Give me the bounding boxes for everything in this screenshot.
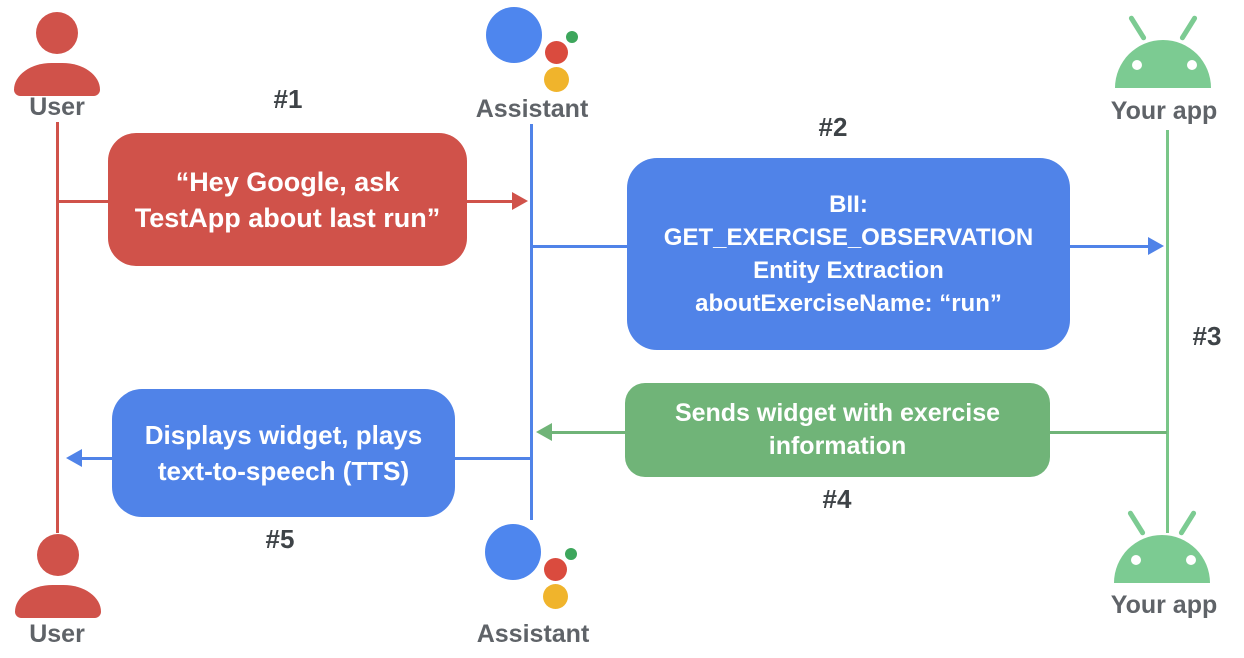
message-4-box: Sends widget with exercise information	[625, 383, 1050, 477]
step-4-label: #4	[822, 484, 852, 514]
assistant-icon-bottom	[485, 524, 577, 609]
android-eye-left	[1131, 555, 1141, 565]
assistant-icon	[486, 7, 578, 92]
android-antenna-left	[1126, 509, 1147, 537]
user-bottom-label: User	[29, 620, 85, 648]
assistant-yellow-circle	[544, 67, 569, 92]
android-antenna-right	[1178, 14, 1199, 42]
assistant-green-circle	[566, 31, 578, 43]
android-eye-right	[1186, 555, 1196, 565]
message-5-box: Displays widget, plays text-to-speech (T…	[112, 389, 455, 517]
android-antenna-right	[1177, 509, 1198, 537]
step-2-label: #2	[818, 112, 848, 142]
message-4-line-left	[550, 431, 626, 434]
message-1-line-right	[467, 200, 514, 203]
yourapp-top-label: Your app	[1110, 97, 1218, 125]
user-icon	[13, 12, 101, 96]
message-5-arrowhead	[66, 449, 82, 467]
assistant-lifeline	[530, 124, 533, 520]
assistant-red-circle	[544, 558, 567, 581]
android-antenna-left	[1127, 14, 1148, 42]
message-2-line-right	[1070, 245, 1150, 248]
android-icon-bottom	[1114, 505, 1210, 583]
assistant-yellow-circle	[543, 584, 568, 609]
step-1-label: #1	[273, 84, 303, 114]
assistant-top-label: Assistant	[475, 95, 589, 123]
message-2-arrowhead	[1148, 237, 1164, 255]
message-4-line-right	[1050, 431, 1167, 434]
android-icon	[1115, 10, 1211, 88]
user-lifeline	[56, 122, 59, 533]
message-2-text: BII: GET_EXERCISE_OBSERVATION Entity Ext…	[663, 191, 1034, 317]
android-eye-left	[1132, 60, 1142, 70]
yourapp-lifeline	[1166, 130, 1169, 533]
step-5-label: #5	[265, 524, 295, 554]
message-5-text: Displays widget, plays text-to-speech (T…	[144, 420, 423, 486]
user-icon-head	[37, 534, 79, 576]
user-icon-body	[15, 585, 101, 618]
android-eye-right	[1187, 60, 1197, 70]
message-4-arrowhead	[536, 423, 552, 441]
message-2-box: BII: GET_EXERCISE_OBSERVATION Entity Ext…	[627, 158, 1070, 350]
assistant-green-circle	[565, 548, 577, 560]
message-2-line-left	[532, 245, 627, 248]
message-1-box: “Hey Google, ask TestApp about last run”	[108, 133, 467, 266]
message-5-line-left	[80, 457, 113, 460]
message-4-text: Sends widget with exercise information	[674, 399, 1001, 460]
message-1-line-left	[57, 200, 109, 203]
message-1-arrowhead	[512, 192, 528, 210]
message-1-text: “Hey Google, ask TestApp about last run”	[134, 166, 441, 233]
assistant-blue-circle	[486, 7, 542, 63]
user-icon-bottom	[14, 534, 102, 618]
user-icon-head	[36, 12, 78, 54]
assistant-bottom-label: Assistant	[476, 620, 590, 648]
user-icon-body	[14, 63, 100, 96]
assistant-blue-circle	[485, 524, 541, 580]
user-top-label: User	[29, 93, 85, 121]
yourapp-bottom-label: Your app	[1110, 591, 1218, 619]
message-5-line-right	[455, 457, 531, 460]
step-3-label: #3	[1192, 321, 1222, 351]
assistant-red-circle	[545, 41, 568, 64]
